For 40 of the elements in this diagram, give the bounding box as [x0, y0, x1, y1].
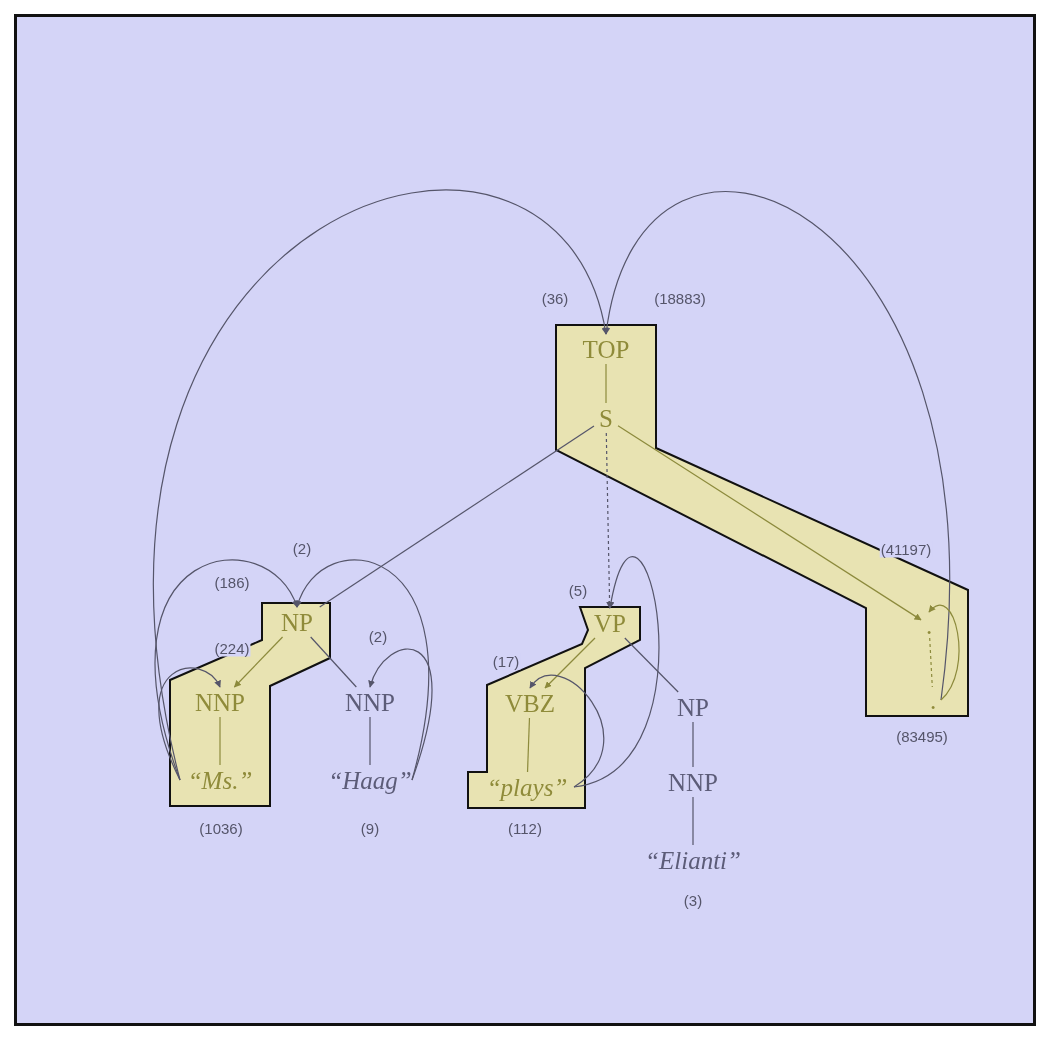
count-label: (3): [683, 891, 703, 909]
count-label: (1036): [199, 819, 243, 837]
tree-branch-line: [692, 796, 694, 846]
arrow: [158, 667, 221, 781]
arrow: [544, 637, 596, 689]
arrow: [928, 604, 960, 701]
tree-label: NNP: [187, 687, 253, 717]
tree-label: VP: [586, 608, 634, 638]
tree-branch-line: [692, 721, 694, 768]
tree-label: NNP: [337, 687, 403, 717]
tree-label: .: [921, 612, 937, 638]
arrow: [604, 190, 951, 701]
tree-label: NNP: [660, 767, 726, 797]
tree-label: VBZ: [497, 688, 563, 718]
tree-branch-line: [219, 716, 221, 766]
arrow: [154, 559, 298, 781]
count-label: (112): [508, 819, 542, 837]
word-label: “Haag”: [328, 765, 412, 795]
arrow: [369, 648, 433, 781]
tree-branch-line: [319, 425, 595, 608]
arrow: [233, 636, 284, 688]
tree-branch-line: [929, 637, 933, 688]
tree-label: S: [594, 403, 618, 433]
arrow: [617, 425, 922, 621]
tree-branch-line: [605, 363, 607, 404]
word-label: “Ms.”: [180, 765, 260, 795]
arrow: [573, 557, 660, 788]
tree-label: NP: [272, 607, 322, 637]
tree-branch-line: [310, 636, 357, 688]
tree-label: NP: [668, 692, 718, 722]
count-label: (83495): [896, 727, 948, 745]
count-label: (9): [360, 819, 380, 837]
tree-branch-line: [624, 637, 679, 693]
tree-branch-line: [526, 717, 531, 773]
word-label: “Elianti”: [639, 845, 747, 875]
arrow: [529, 674, 604, 788]
tree-label: TOP: [572, 334, 640, 364]
word-label: “plays”: [480, 772, 574, 802]
tree-label: .: [925, 687, 941, 713]
tree-branch-line: [369, 716, 371, 766]
